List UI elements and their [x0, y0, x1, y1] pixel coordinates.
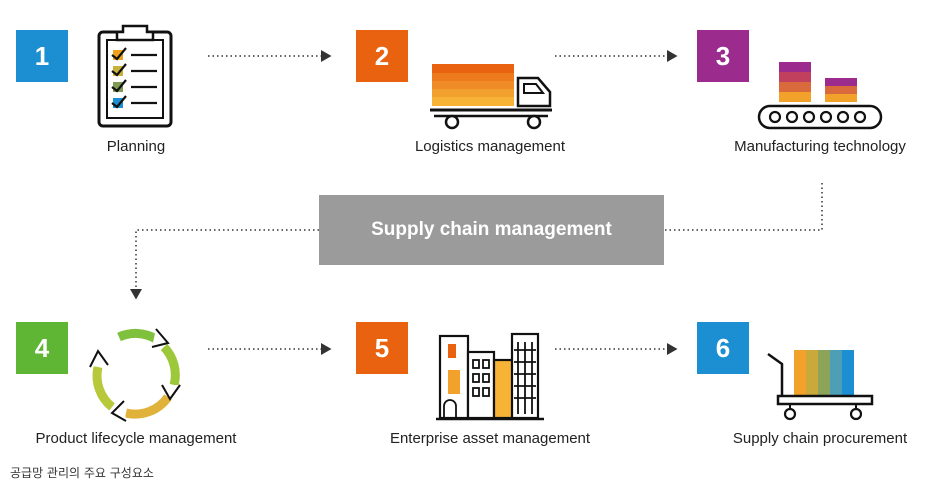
- figure-caption: 공급망 관리의 주요 구성요소: [10, 466, 154, 480]
- cart-icon: [767, 350, 874, 421]
- recycle-arrows-icon: [89, 328, 181, 422]
- step-4-badge: 4: [16, 322, 68, 374]
- arrow-center-4: [130, 229, 319, 300]
- step-4-label: Product lifecycle management: [35, 430, 237, 447]
- truck-icon: [430, 64, 552, 130]
- step-1-badge: 1: [16, 30, 68, 82]
- step-5-label: Enterprise asset management: [389, 430, 591, 447]
- step-5-badge: 5: [356, 322, 408, 374]
- step-3-label: Manufacturing technology: [734, 138, 906, 155]
- step-3-badge: 3: [697, 30, 749, 82]
- conveyor-belt-icon: [757, 62, 883, 130]
- step-1-label: Planning: [106, 138, 166, 155]
- arrow-3-center: [664, 183, 823, 231]
- clipboard-checklist-icon: [97, 24, 173, 128]
- buildings-icon: [436, 332, 544, 421]
- step-6-label: Supply chain procurement: [732, 430, 908, 447]
- step-6-badge: 6: [697, 322, 749, 374]
- step-2-badge: 2: [356, 30, 408, 82]
- step-2-label: Logistics management: [414, 138, 566, 155]
- center-title-box: Supply chain management: [319, 195, 664, 265]
- center-title: Supply chain management: [371, 219, 612, 240]
